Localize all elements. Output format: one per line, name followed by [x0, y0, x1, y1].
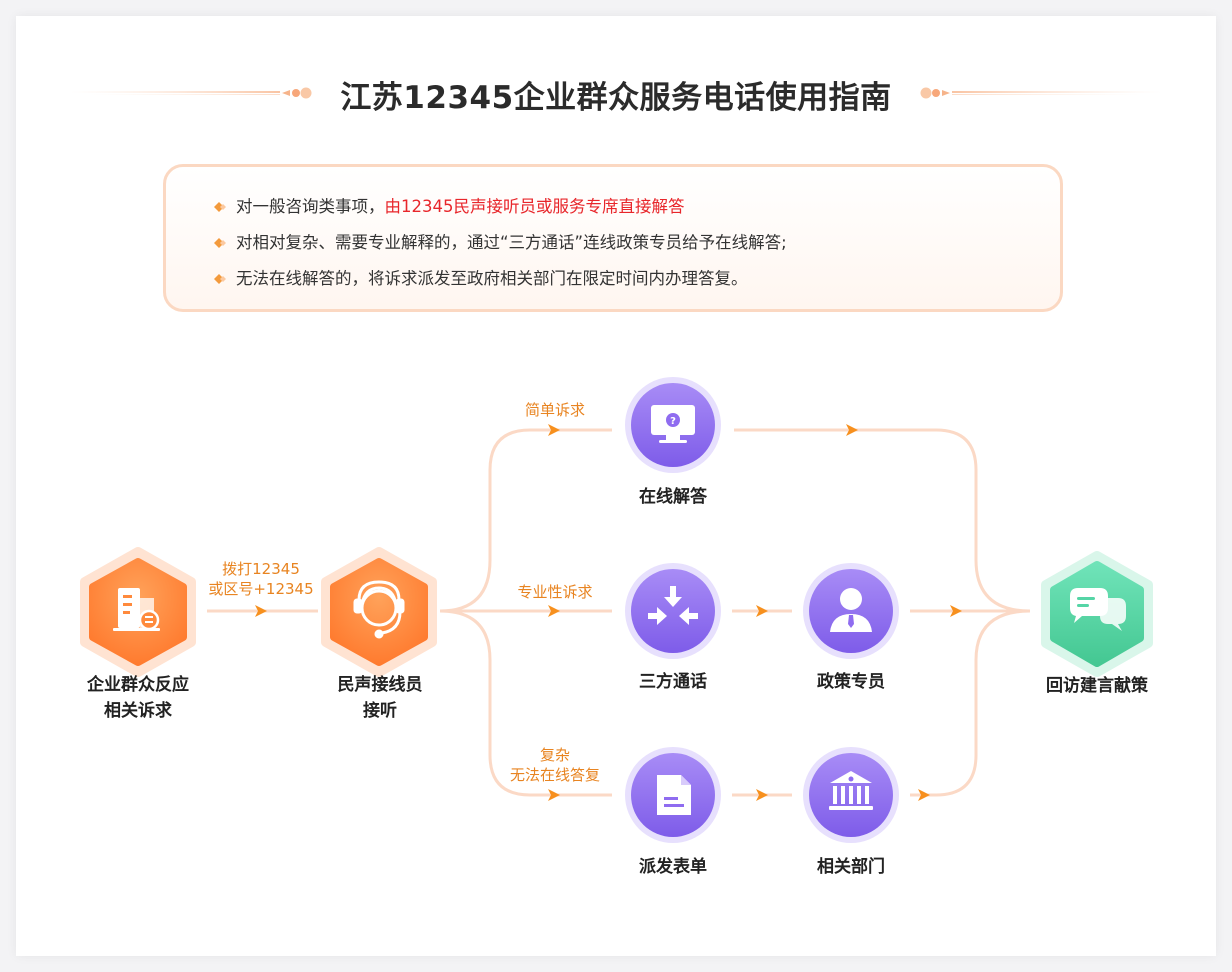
node-appeal	[85, 552, 191, 672]
node-label-appeal: 企业群众反应 相关诉求	[58, 672, 218, 724]
node-label-appeal-line1: 企业群众反应	[58, 672, 218, 698]
node-label-appeal-line2: 相关诉求	[58, 698, 218, 724]
node-label-operator-line1: 民声接线员	[300, 672, 460, 698]
edge-label-dial-line2: 或区号+12345	[201, 579, 321, 599]
node-label-department: 相关部门	[791, 854, 911, 880]
node-label-online: 在线解答	[613, 484, 733, 510]
node-label-operator-line2: 接听	[300, 698, 460, 724]
node-related-department	[803, 747, 899, 843]
edge-label-complex-line1: 复杂	[495, 745, 615, 765]
edge-department-to-callback	[910, 611, 1030, 795]
svg-text:?: ?	[670, 416, 676, 427]
node-label-specialist: 政策专员	[791, 669, 911, 695]
edge-label-complex: 复杂 无法在线答复	[495, 745, 615, 785]
edge-label-dial: 拨打12345 或区号+12345	[201, 559, 321, 599]
node-policy-specialist	[803, 563, 899, 659]
node-label-threeway: 三方通话	[613, 669, 733, 695]
node-callback	[1046, 556, 1148, 672]
node-dispatch-form	[625, 747, 721, 843]
node-label-dispatch: 派发表单	[613, 854, 733, 880]
node-online-answer: ?	[625, 377, 721, 473]
node-label-callback: 回访建言献策	[1027, 673, 1167, 699]
node-operator	[326, 552, 432, 672]
edge-label-dial-line1: 拨打12345	[201, 559, 321, 579]
node-threeway-call	[625, 563, 721, 659]
edge-label-simple: 简单诉求	[505, 400, 605, 420]
edge-label-professional: 专业性诉求	[495, 582, 615, 602]
edge-label-complex-line2: 无法在线答复	[495, 765, 615, 785]
document-icon	[657, 775, 691, 815]
node-label-operator: 民声接线员 接听	[300, 672, 460, 724]
